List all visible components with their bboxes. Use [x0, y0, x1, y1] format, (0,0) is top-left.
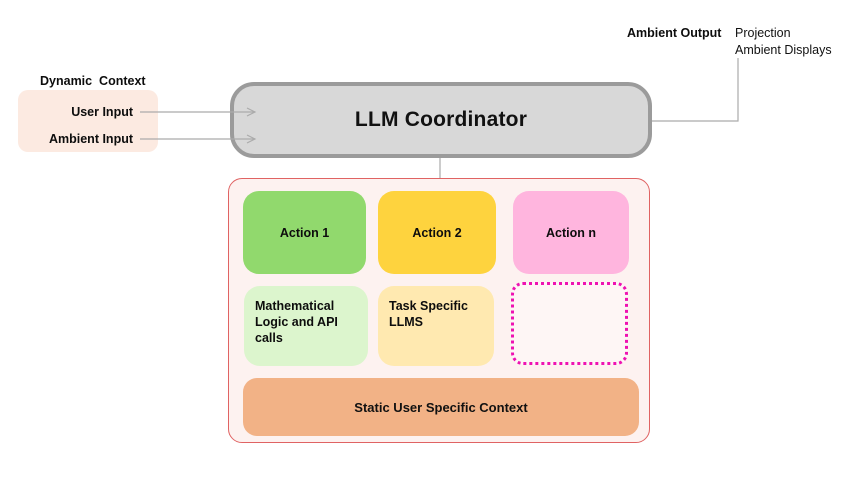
math-logic-api-box: Mathematical Logic and API calls [244, 286, 368, 366]
ambient-output-label: Ambient Output [627, 26, 722, 40]
action-1-label: Action 1 [279, 225, 330, 240]
connector-coordinator-to-output [652, 58, 739, 122]
action-n-box: Action n [513, 191, 629, 274]
action-2-label: Action 2 [412, 225, 462, 240]
dynamic-context-box: User Input Ambient Input [18, 90, 158, 152]
output-item-projection: Projection [735, 26, 791, 40]
actions-container: Action 1 Action 2 Action n Mathematical … [228, 178, 650, 443]
action-n-label: Action n [546, 225, 596, 240]
task-specific-llms-box: Task Specific LLMS [378, 286, 494, 366]
action-2-box: Action 2 [378, 191, 496, 274]
output-item-ambient-displays: Ambient Displays [735, 43, 832, 57]
static-user-context-label: Static User Specific Context [354, 399, 528, 415]
action-1-box: Action 1 [243, 191, 366, 274]
llm-coordinator-box: LLM Coordinator [230, 82, 652, 158]
input-label-user: User Input [71, 105, 133, 119]
dynamic-context-label: Dynamic Context [40, 74, 146, 88]
llm-coordinator-title: LLM Coordinator [354, 108, 528, 131]
input-label-ambient: Ambient Input [48, 132, 133, 146]
static-user-context-box: Static User Specific Context [243, 378, 639, 436]
empty-dotted-box [511, 282, 628, 365]
